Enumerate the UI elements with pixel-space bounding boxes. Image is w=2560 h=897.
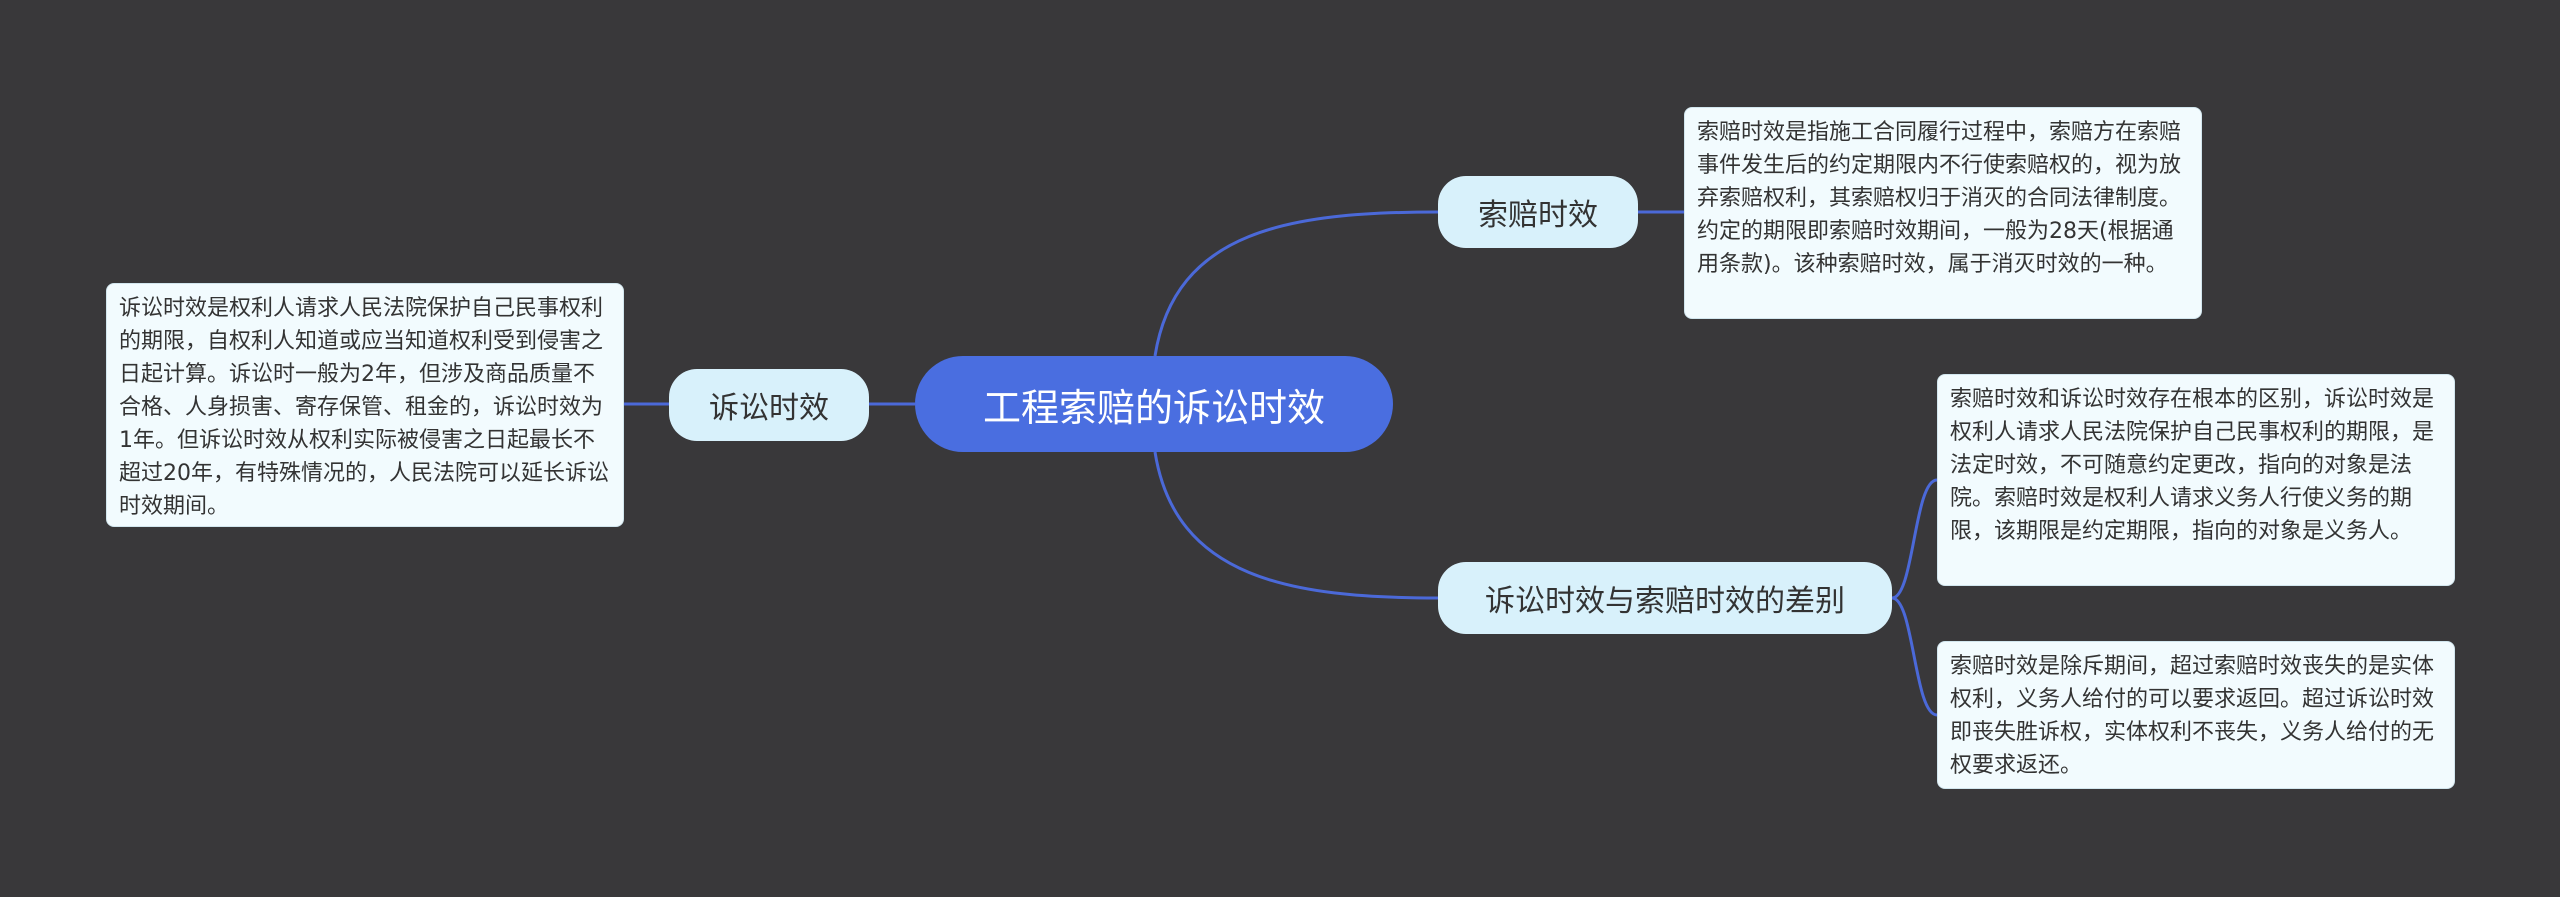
- note-litigation-limitation[interactable]: 诉讼时效是权利人请求人民法院保护自己民事权利的期限，自权利人知道或应当知道权利受…: [106, 283, 624, 527]
- note-difference-2[interactable]: 索赔时效是除斥期间，超过索赔时效丧失的是实体权利，义务人给付的可以要求返回。超过…: [1937, 641, 2455, 789]
- connector-root-suopei: [1153, 210, 1439, 357]
- note-difference-1[interactable]: 索赔时效和诉讼时效存在根本的区别，诉讼时效是权利人请求人民法院保护自己民事权利的…: [1937, 374, 2455, 586]
- topic-litigation-limitation[interactable]: 诉讼时效: [669, 369, 869, 441]
- connector-chabie-leaf-2: [1891, 596, 1938, 717]
- note-claim-limitation[interactable]: 索赔时效是指施工合同履行过程中，索赔方在索赔事件发生后的约定期限内不行使索赔权的…: [1684, 107, 2202, 319]
- connector-chabie-leaf-1: [1891, 478, 1938, 600]
- topic-claim-limitation[interactable]: 索赔时效: [1438, 176, 1638, 248]
- connector-root-chabie: [1153, 451, 1439, 600]
- topic-difference[interactable]: 诉讼时效与索赔时效的差别: [1438, 562, 1892, 634]
- root-topic[interactable]: 工程索赔的诉讼时效: [915, 356, 1393, 452]
